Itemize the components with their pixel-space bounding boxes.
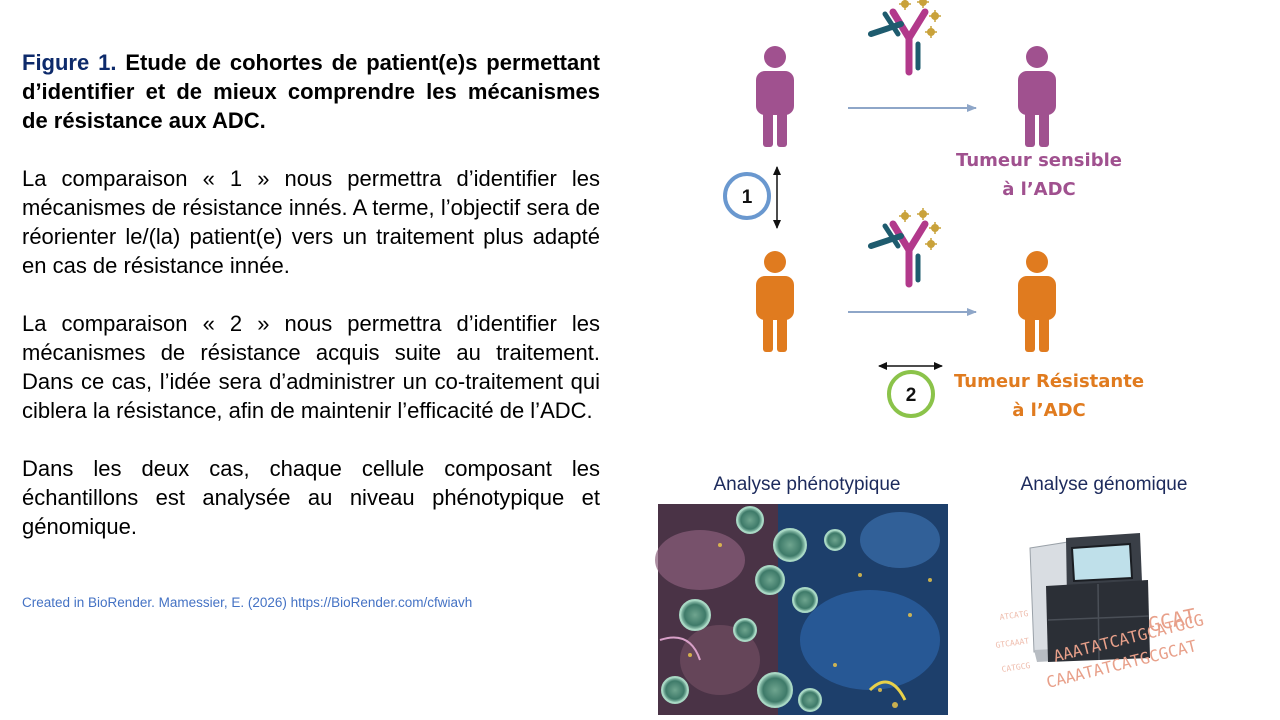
person-icon — [756, 251, 794, 352]
sensitive-label-line-1: Tumeur sensible — [956, 150, 1122, 171]
biorender-credit: Created in BioRender. Mamessier, E. (202… — [22, 595, 473, 610]
comparison-2-number: 2 — [906, 385, 917, 406]
svg-text:ATCATG: ATCATG — [999, 609, 1029, 622]
paragraph-comparison-1: La comparaison « 1 » nous permettra d’id… — [22, 166, 600, 278]
svg-text:CATGCG: CATGCG — [1001, 661, 1031, 674]
text-column: Figure 1. Etude de cohortes de patient(e… — [22, 48, 600, 541]
comparison-2-badge — [887, 370, 935, 418]
paragraph-both-cases: Dans les deux cas, chaque cellule compos… — [22, 456, 600, 539]
resistant-label-line-1: Tumeur Résistante — [954, 371, 1144, 392]
antibody-drug-conjugate-icon — [871, 0, 941, 72]
person-icon — [756, 46, 794, 147]
figure-caption: Figure 1. Etude de cohortes de patient(e… — [22, 48, 600, 135]
figure-label: Figure 1. — [22, 50, 117, 75]
person-icon — [1018, 46, 1056, 147]
resistant-label-line-2: à l’ADC — [1012, 400, 1086, 421]
figure-title: Etude de cohortes de patient(e)s permett… — [22, 50, 600, 133]
sequencer-icon — [1029, 533, 1150, 662]
svg-text:GTCAAAT: GTCAAAT — [995, 636, 1030, 650]
comparison-1-badge — [723, 172, 771, 220]
analysis-genomic-label: Analyse génomique — [1021, 474, 1188, 495]
antibody-drug-conjugate-icon — [871, 208, 941, 284]
paragraph-comparison-2: La comparaison « 2 » nous permettra d’id… — [22, 311, 600, 423]
person-icon — [1018, 251, 1056, 352]
tissue-microscopy-image — [655, 504, 948, 715]
comparison-1-number: 1 — [742, 187, 753, 208]
analysis-phenotypic-label: Analyse phénotypique — [714, 474, 901, 495]
sensitive-label-line-2: à l’ADC — [1002, 179, 1076, 200]
